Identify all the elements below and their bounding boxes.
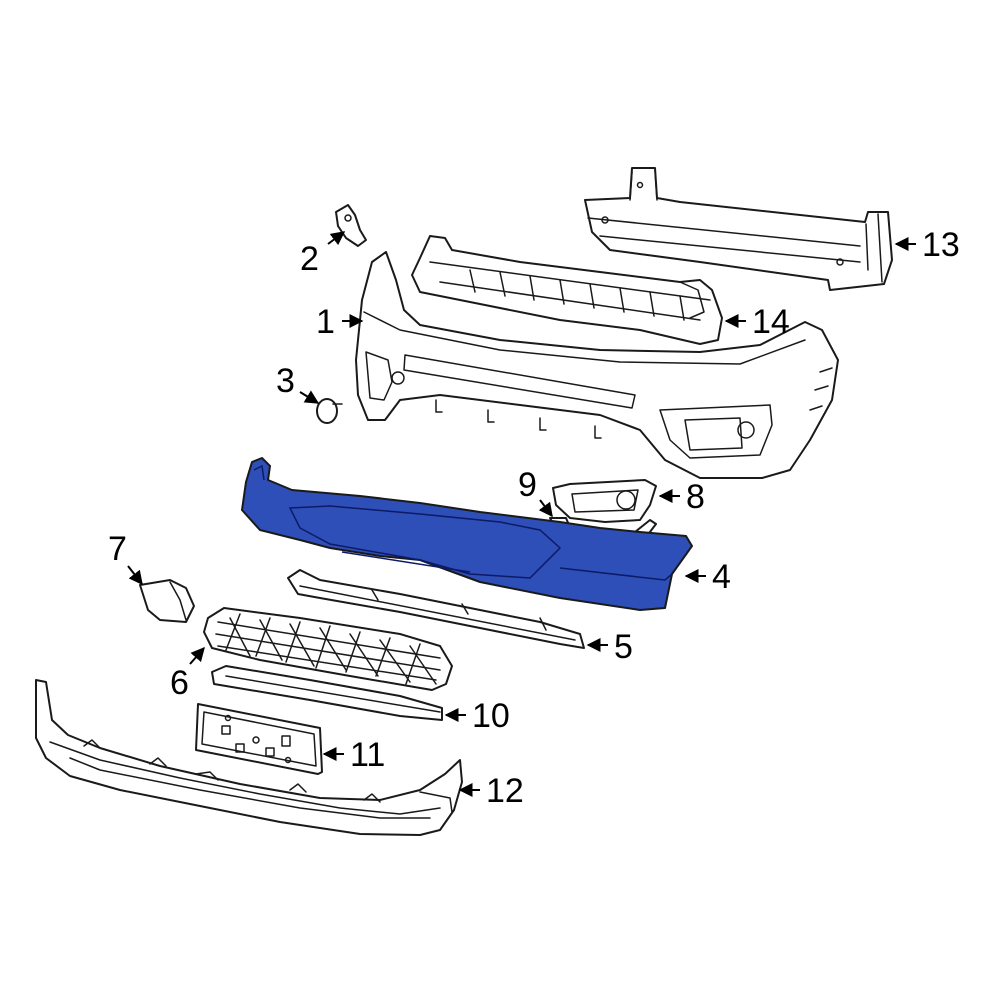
callout-4: 4 [684,558,731,596]
svg-text:10: 10 [472,697,510,735]
part-4-lower-valance[interactable] [241,457,693,611]
callout-7: 7 [108,530,143,586]
svg-text:1: 1 [316,303,335,341]
svg-text:13: 13 [922,226,960,264]
svg-text:7: 7 [108,530,127,568]
part-10-strip[interactable] [211,665,443,721]
svg-text:3: 3 [276,362,295,400]
svg-text:12: 12 [486,772,524,810]
callout-6: 6 [170,646,205,702]
svg-text:9: 9 [518,466,537,504]
part-11-license-bracket[interactable] [195,703,323,775]
part-8-fog-lamp-bezel[interactable] [552,479,657,523]
callout-14: 14 [724,303,790,341]
part-12-lower-air-dam[interactable] [35,679,463,836]
svg-text:6: 6 [170,664,189,702]
part-3-plug[interactable] [316,398,343,424]
svg-text:5: 5 [614,628,633,666]
callout-1: 1 [316,303,364,341]
callout-10: 10 [444,697,510,735]
callout-5: 5 [586,628,633,666]
svg-text:8: 8 [686,478,705,516]
part-5-support-bracket[interactable] [287,569,585,649]
callout-11: 11 [322,736,385,774]
callout-13: 13 [894,226,960,264]
valance-body [241,457,693,611]
part-6-grille[interactable] [203,607,453,691]
callout-8: 8 [658,478,705,516]
callout-2: 2 [300,231,346,278]
svg-text:11: 11 [350,736,385,774]
callout-3: 3 [276,362,320,404]
callout-12: 12 [458,772,524,810]
svg-text:14: 14 [752,303,790,341]
part-14-energy-absorber[interactable] [411,235,723,345]
part-13-impact-bar[interactable] [584,167,893,291]
svg-text:4: 4 [712,558,731,596]
part-1-bumper-cover[interactable] [355,251,839,479]
callout-9: 9 [518,466,553,518]
part-2-bracket[interactable] [335,204,367,247]
part-7-cover[interactable] [139,579,195,623]
svg-text:2: 2 [300,240,319,278]
